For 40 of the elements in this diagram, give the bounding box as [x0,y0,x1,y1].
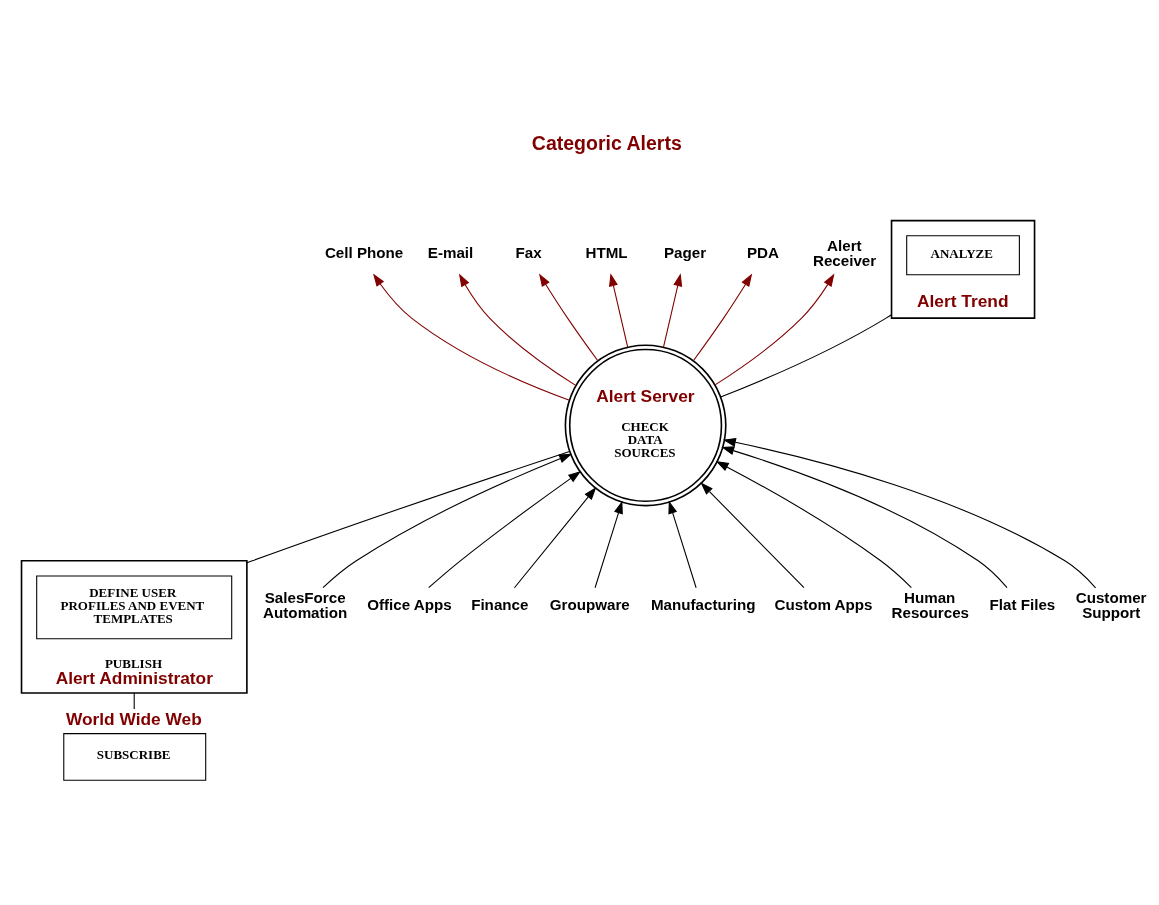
arrow [373,272,570,401]
node-text: Manufacturing [651,595,756,613]
arrow [609,272,629,348]
arrow [692,273,753,361]
node-text: Groupware [549,595,630,613]
connector [246,450,571,563]
node-text: Office Apps [367,595,452,613]
node-text: Custom Apps [774,595,873,613]
node-text: Flat Files [989,595,1056,613]
connector [133,691,135,709]
node-box: SUBSCRIBE [63,732,207,781]
node-text: Alert Receiver [812,236,877,269]
node-text: Customer Support [1075,588,1147,621]
arrow [722,437,1097,588]
arrow [714,273,835,385]
node-text: Fax [515,243,542,261]
node-text: Pager [664,243,707,261]
node-text: SalesForce Automation [263,588,348,621]
node-box: ANALYZE [906,234,1020,275]
node-text: PDA [746,243,779,261]
arrow [539,273,599,361]
arrow [458,273,577,386]
node-text: Cell Phone [324,243,404,261]
arrow [322,453,573,588]
arrow [668,500,697,588]
node-label: World Wide Web [65,708,202,729]
arrow [662,272,683,348]
arrow [715,460,912,588]
node-text: HTML [585,243,628,261]
node-box: DEFINE USER PROFILES AND EVENT TEMPLATES [36,574,233,639]
arrow [513,486,597,588]
label: Categoric Alerts [531,131,682,154]
arrow [428,470,582,588]
node-text: Human Resources [891,588,970,621]
arrow [700,481,805,588]
node-text: E-mail [427,243,474,261]
connector [720,313,893,398]
node-text: Finance [471,595,529,613]
arrow [594,500,623,588]
arrow [721,445,1008,588]
